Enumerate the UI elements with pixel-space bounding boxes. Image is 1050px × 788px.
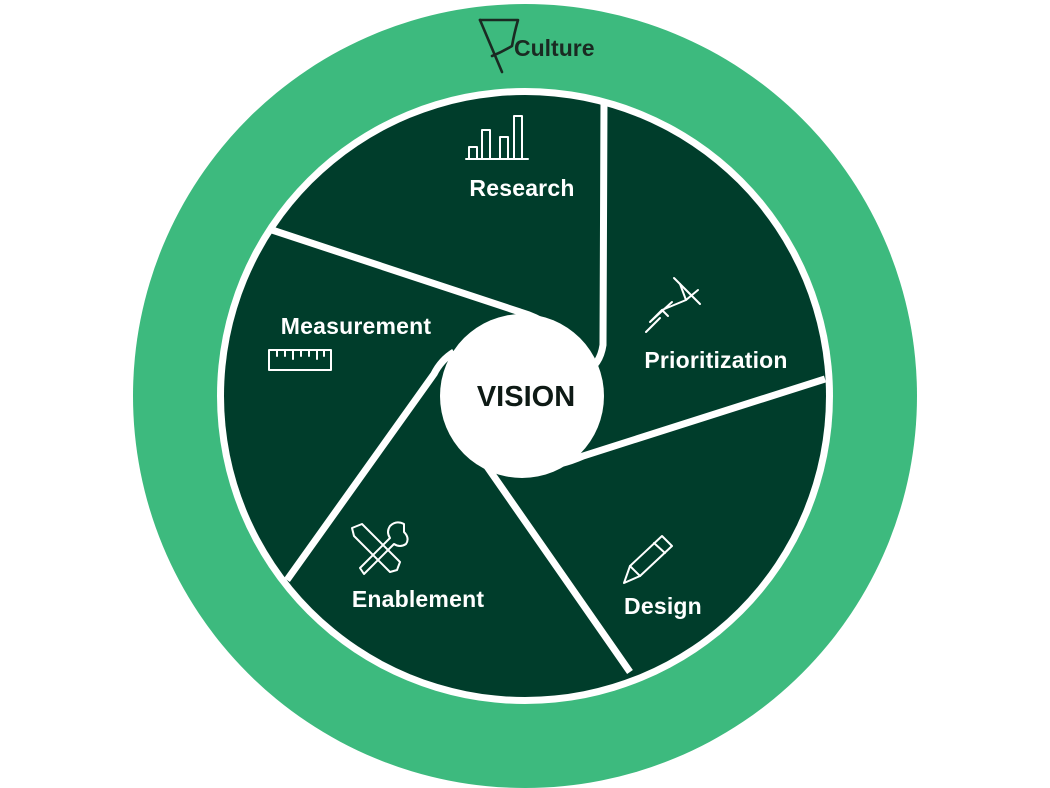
segment-label-enablement: Enablement xyxy=(352,586,485,612)
vision-label: VISION xyxy=(477,381,575,413)
ruler-icon xyxy=(268,349,332,371)
pencil-icon xyxy=(623,535,673,584)
divider-enablement-measurement xyxy=(284,349,456,583)
vision-circle xyxy=(440,314,604,478)
segment-label-measurement: Measurement xyxy=(281,313,432,339)
bar-chart-icon xyxy=(465,115,529,160)
flag-icon xyxy=(478,18,520,74)
tools-icon xyxy=(351,521,409,575)
culture-label: Culture xyxy=(514,35,595,61)
segment-label-design: Design xyxy=(624,593,702,619)
segment-label-research: Research xyxy=(469,175,574,201)
pushpin-icon xyxy=(645,277,701,333)
segment-label-prioritization: Prioritization xyxy=(644,347,787,373)
